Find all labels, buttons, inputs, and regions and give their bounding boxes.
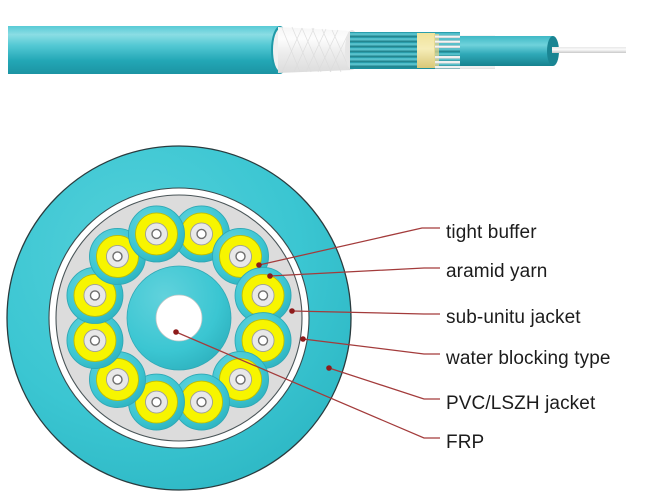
sub-unit-layer-fiber-core [257, 290, 269, 301]
ring-frp-core [155, 294, 203, 342]
label-pvc-lszh-jacket: PVC/LSZH jacket [446, 393, 596, 414]
sub-unit-layer-fiber-core [112, 251, 123, 262]
leader-line-water-blocking-type [302, 338, 440, 355]
sub-unit-layer-fiber-core [257, 335, 269, 346]
sub-unit-layer-fiber-core [235, 374, 246, 385]
label-water-blocking-type: water blocking type [446, 348, 611, 369]
top-cable-aramid-yarn [417, 33, 439, 68]
sub-unit-layer-fiber-core [112, 374, 123, 385]
sub-unit-layer-fiber-core [89, 335, 101, 346]
sub-unit [173, 373, 230, 431]
sub-unit-layer-fiber-core [151, 228, 162, 240]
leader-anchor-dot-pvc-lszh-jacket [326, 365, 332, 371]
top-cable-fiber-tip [552, 47, 626, 53]
leader-line-pvc-lszh-jacket [328, 367, 440, 400]
label-sub-unitu-jacket: sub-unitu jacket [446, 307, 581, 328]
sub-unit-layer-fiber-core [235, 251, 246, 262]
leader-anchor-dot-aramid-yarn [267, 273, 273, 279]
top-cable-sub-unit-bundle [350, 32, 460, 69]
leader-anchor-dot-frp [173, 329, 179, 335]
label-tight-buffer: tight buffer [446, 222, 537, 243]
sub-unit-layer-fiber-core [151, 396, 162, 408]
leader-line-frp [175, 331, 440, 439]
sub-unit-layer-fiber-core [196, 228, 207, 240]
sub-unit [234, 267, 292, 324]
sub-unit [66, 267, 124, 324]
sub-unit-layer-fiber-core [196, 396, 207, 408]
sub-unit [128, 205, 185, 263]
sub-unit-layer-fiber-core [89, 290, 101, 301]
top-cable-water-blocking-braid [278, 26, 359, 73]
leader-line-aramid-yarn [269, 267, 440, 277]
sub-unit-group [66, 205, 292, 431]
leader-line-sub-unitu-jacket [291, 310, 440, 315]
leader-anchor-dot-tight-buffer [256, 262, 262, 268]
leader-anchor-dot-water-blocking-type [300, 336, 306, 342]
top-cable-single-sub-unit [460, 36, 559, 66]
leader-anchor-dot-sub-unitu-jacket [289, 308, 295, 314]
label-aramid-yarn: aramid yarn [446, 261, 548, 282]
leader-line-tight-buffer [258, 227, 440, 266]
label-frp: FRP [446, 432, 485, 453]
